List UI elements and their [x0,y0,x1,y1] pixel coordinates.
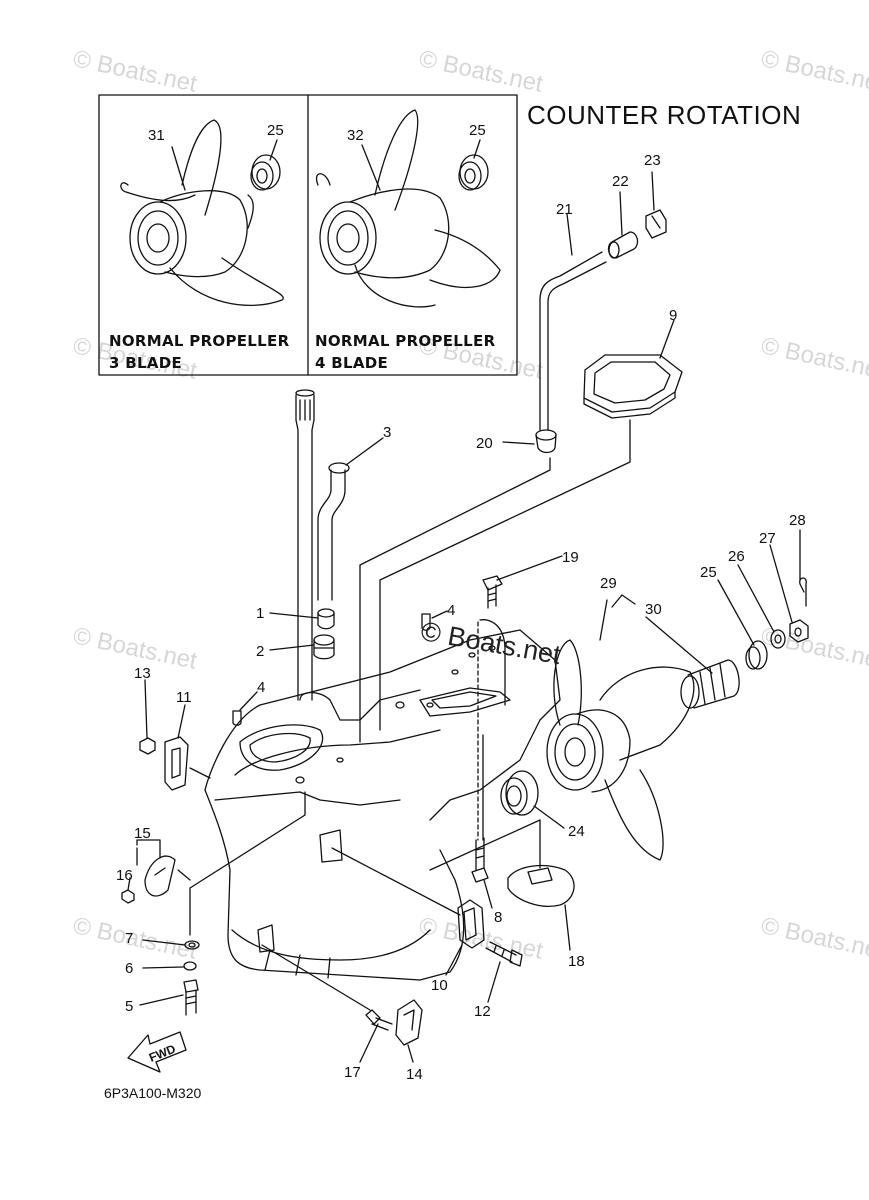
leader-line [261,944,371,1011]
diagram-code: 6P3A100-M320 [104,1085,202,1101]
callout-3: 3 [383,424,391,441]
fwd-arrow-icon [127,1031,187,1073]
lower-casing-icon [204,619,561,981]
callout-25: 25 [469,122,486,139]
water-tube-icon [317,462,350,601]
leader-line [189,791,306,936]
callout-20: 20 [476,435,493,452]
sleeve-icon [607,231,639,259]
clip-icon [645,209,667,239]
callout-7: 7 [125,930,133,947]
callout-6: 6 [125,960,133,977]
bolt-icon [485,941,523,967]
inset-caption-line: 4 BLADE [315,354,389,372]
fwd-label: FWD [147,1041,178,1064]
inset-caption-3-blade: NORMAL PROPELLER 3 BLADE [109,330,289,374]
leader-line [177,869,191,881]
callout-21: 21 [556,201,573,218]
seal-icon [317,608,335,630]
callout-2: 2 [256,643,264,660]
callout-4: 4 [447,602,455,619]
callout-28: 28 [789,512,806,529]
hose-icon [539,251,607,431]
callout-10: 10 [431,977,448,994]
leader-line [379,419,631,731]
callout-30: 30 [645,601,662,618]
callout-24: 24 [568,823,585,840]
callout-18: 18 [568,953,585,970]
rubber-grommet-icon [457,899,485,949]
callout-16: 16 [116,867,133,884]
callout-32: 32 [347,127,364,144]
washer-icon [770,629,786,649]
dowel-pin-icon [232,710,242,726]
callout-17: 17 [344,1064,361,1081]
leader-line [359,457,551,743]
callout-5: 5 [125,998,133,1015]
cover-icon [144,855,176,897]
splined-washer-icon [250,154,281,191]
callout-11: 11 [176,689,192,706]
gasket-icon [583,354,683,419]
callout-23: 23 [644,152,661,169]
leader-line [331,847,461,916]
inset-caption-line: NORMAL PROPELLER [109,332,290,350]
callout-8: 8 [494,909,502,926]
nut-icon [789,619,809,643]
inset-caption-line: 3 BLADE [109,354,183,372]
leader-line [189,767,211,779]
callout-29: 29 [600,575,617,592]
dowel-pin-icon [421,613,431,631]
callout-1: 1 [256,605,264,622]
propeller-3-blade-icon [120,119,284,306]
callout-27: 27 [759,530,776,547]
bolt-icon [183,979,199,1016]
diagram-title: COUNTER ROTATION [527,100,802,130]
anode-icon [429,819,575,907]
callout-15: 15 [134,825,151,842]
callout-25: 25 [700,564,717,581]
callout-9: 9 [669,307,677,324]
callout-22: 22 [612,173,629,190]
callout-13: 13 [134,665,151,682]
callout-14: 14 [406,1066,423,1083]
bolt-icon [471,837,489,883]
cover-icon [395,999,423,1046]
callout-26: 26 [728,548,745,565]
drive-shaft-icon [295,389,315,701]
grommet-icon [535,429,557,454]
callout-31: 31 [148,127,165,144]
lock-washer-icon [183,961,197,971]
nut-icon [121,889,135,904]
callout-25: 25 [267,122,284,139]
trim-tab-icon [164,736,189,791]
splined-washer-icon [745,640,768,670]
bushing-icon [313,634,335,660]
splined-washer-icon [458,154,489,191]
spacer-icon [680,659,740,709]
callout-4: 4 [257,679,265,696]
thrust-washer-icon [500,770,539,816]
callout-19: 19 [562,549,579,566]
bolt-icon [482,575,503,609]
nut-icon [139,737,156,755]
propeller-4-blade-icon [315,109,501,308]
washer-icon [184,940,200,950]
callout-12: 12 [474,1003,491,1020]
inset-caption-line: NORMAL PROPELLER [315,332,496,350]
bolt-icon [365,1009,393,1031]
inset-caption-4-blade: NORMAL PROPELLER 4 BLADE [315,330,495,374]
cotter-pin-icon [799,577,807,607]
counter-rotation-propeller-icon [546,639,695,861]
